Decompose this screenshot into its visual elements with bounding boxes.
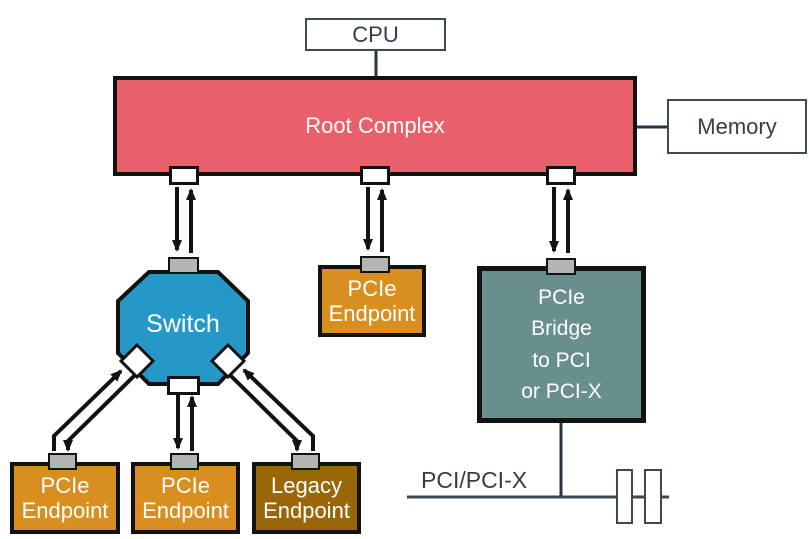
- pci-slot-connector-2: [644, 469, 662, 524]
- switch-diamond-port-right: [209, 342, 247, 380]
- pci-bus-label: PCI/PCI-X: [421, 467, 528, 493]
- switch-mid-endpoint-link: [173, 394, 197, 451]
- switch-label: Switch: [146, 310, 220, 338]
- switch-left-endpoint-link: [52, 369, 137, 452]
- rc-switch-link: [172, 187, 196, 253]
- up-arrow: [52, 369, 123, 451]
- legacy-endpoint-port: [291, 453, 320, 470]
- pcie-endpoint-top-box: PCIe Endpoint: [318, 265, 426, 337]
- pcie-bridge-box: PCIe Bridge to PCI or PCI-X: [477, 266, 646, 423]
- pcie-endpoint-top-port: [360, 256, 390, 273]
- pcie-endpoint-left-port: [48, 453, 77, 470]
- pcie-endpoint-middle-box: PCIe Endpoint: [131, 462, 240, 534]
- legacy-endpoint-box: Legacy Endpoint: [252, 462, 361, 534]
- rc-port-right: [546, 166, 576, 185]
- pcie-endpoint-left-box: PCIe Endpoint: [10, 462, 120, 534]
- cpu-box: CPU: [305, 18, 446, 51]
- down-arrow: [63, 373, 137, 452]
- down-arrow: [228, 373, 302, 452]
- pcie-endpoint-middle-port: [170, 453, 199, 470]
- rc-endpoint-link: [363, 187, 387, 252]
- switch-upstream-port: [168, 257, 199, 274]
- rc-port-middle: [360, 166, 390, 185]
- switch-legacy-endpoint-link: [228, 368, 315, 452]
- pci-slot-connector-1: [616, 469, 633, 524]
- rc-bridge-link: [549, 187, 573, 253]
- memory-box: Memory: [667, 99, 807, 154]
- root-complex-box: Root Complex: [113, 76, 637, 176]
- pcie-bridge-port: [546, 258, 576, 275]
- switch-downstream-port: [167, 376, 200, 395]
- rc-port-left: [169, 166, 199, 185]
- up-arrow: [242, 368, 315, 451]
- switch-diamond-port-left: [118, 342, 156, 380]
